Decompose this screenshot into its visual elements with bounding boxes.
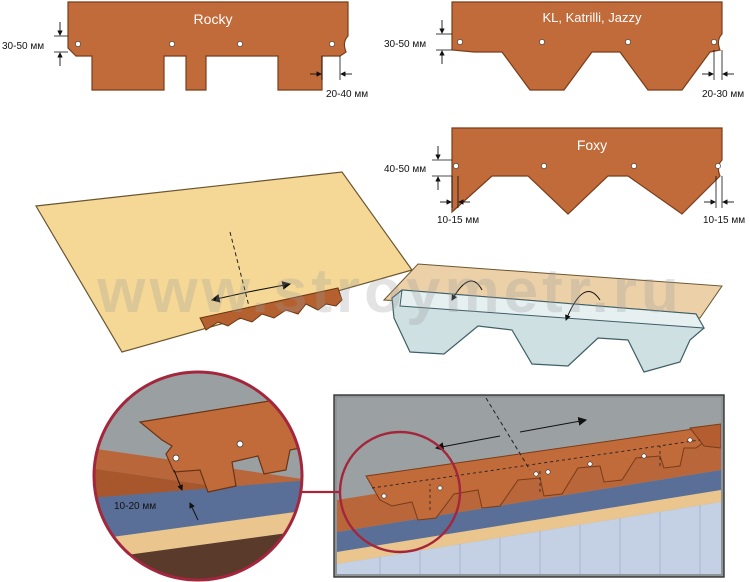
shingle-kl: KL, Katrilli, Jazzy 30-50 мм 20-30 мм bbox=[384, 1, 744, 100]
rocky-height-dim: 30-50 мм bbox=[2, 41, 44, 52]
kl-shape bbox=[451, 1, 723, 91]
nail-dot bbox=[715, 163, 721, 169]
nail-dot bbox=[641, 453, 647, 459]
kl-label: KL, Katrilli, Jazzy bbox=[543, 10, 642, 25]
strip-arrow bbox=[247, 281, 292, 293]
eave-strip bbox=[199, 287, 343, 331]
zoom-circle-border bbox=[92, 370, 304, 582]
nail-dot bbox=[687, 437, 693, 443]
panel-arrow bbox=[519, 417, 588, 433]
overlap-dim: 10-20 мм bbox=[114, 501, 156, 512]
nail-dot bbox=[625, 39, 631, 45]
nail-dot bbox=[169, 41, 175, 47]
watermark: www.stroymetr.ru bbox=[96, 257, 682, 326]
bend-arrow bbox=[451, 280, 483, 301]
nail-dot bbox=[539, 39, 545, 45]
nail-dot bbox=[172, 454, 180, 462]
kl-height-dim: 30-50 мм bbox=[384, 39, 426, 50]
dim-arrow bbox=[173, 469, 183, 491]
wall-siding bbox=[337, 502, 721, 574]
shingle-foxy: Foxy 40-50 мм 10-15 мм 10-15 мм bbox=[384, 127, 745, 226]
dim-arrow bbox=[189, 502, 199, 521]
nail-dot bbox=[453, 163, 459, 169]
panel-arrow bbox=[434, 435, 501, 451]
foxy-height-dim: 40-50 мм bbox=[384, 164, 426, 175]
foxy-label: Foxy bbox=[577, 137, 607, 153]
shingle-rocky: Rocky 30-50 мм 20-40 мм bbox=[2, 1, 368, 100]
foxy-left-dim: 10-15 мм bbox=[437, 215, 479, 226]
nail-dot bbox=[437, 485, 443, 491]
siding-lines bbox=[379, 505, 701, 574]
roof-sheet-scene bbox=[35, 171, 723, 373]
zoom-wood-fascia bbox=[94, 510, 302, 560]
kl-gap-dim: 20-30 мм bbox=[702, 89, 744, 100]
metal-fold bbox=[399, 289, 705, 329]
wood-fascia bbox=[337, 490, 721, 564]
center-guide-dashed bbox=[485, 398, 531, 471]
foxy-right-dim: 10-15 мм bbox=[703, 215, 745, 226]
nail-dot bbox=[533, 471, 539, 477]
nail-dot bbox=[587, 461, 593, 467]
foxy-shape bbox=[451, 127, 723, 215]
nail-dot bbox=[711, 39, 717, 45]
strip-arrow bbox=[210, 291, 249, 303]
nail-dot bbox=[381, 493, 387, 499]
nail-dot bbox=[329, 41, 335, 47]
rocky-gap-dim: 20-40 мм bbox=[326, 89, 368, 100]
nail-line-dashed bbox=[371, 439, 701, 489]
bend-arrow bbox=[565, 291, 601, 321]
eave-detail-panel bbox=[333, 394, 725, 578]
nail-dot bbox=[75, 41, 81, 47]
zoom-circle: 10-20 мм bbox=[92, 370, 304, 582]
nail-dot bbox=[237, 41, 243, 47]
nail-dot bbox=[236, 440, 244, 448]
zoom-shingle bbox=[138, 395, 302, 493]
nail-dot bbox=[457, 39, 463, 45]
nail-dot bbox=[545, 469, 551, 475]
nail-dot bbox=[631, 163, 637, 169]
nail-dot bbox=[541, 163, 547, 169]
zoom-blue-strip bbox=[94, 480, 302, 540]
center-guide-dashed bbox=[229, 231, 253, 319]
rocky-label: Rocky bbox=[194, 11, 233, 27]
blue-strip bbox=[337, 470, 721, 552]
